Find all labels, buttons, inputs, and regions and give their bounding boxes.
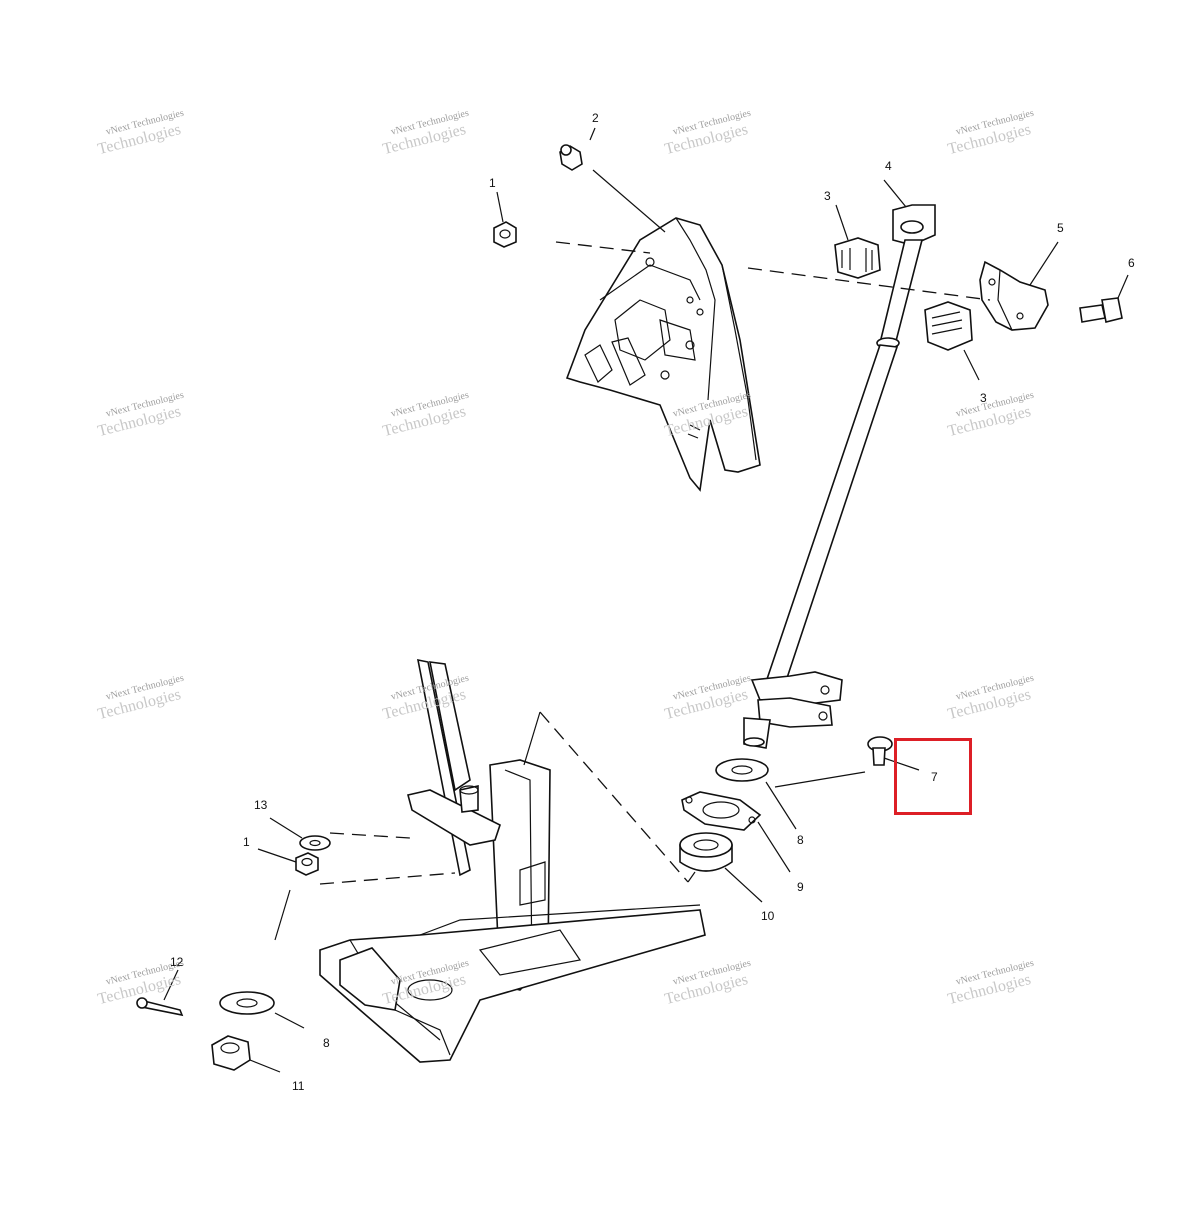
highlight-box bbox=[894, 738, 972, 815]
nut-upper bbox=[493, 221, 517, 248]
castle-nut bbox=[211, 1035, 251, 1071]
bearing bbox=[679, 832, 733, 872]
steering-post bbox=[743, 204, 936, 749]
washer-left bbox=[219, 991, 275, 1015]
flange-plate bbox=[681, 791, 762, 831]
callout-7: 7 bbox=[931, 770, 938, 784]
callout-3-upper: 3 bbox=[824, 189, 831, 203]
lower-frame bbox=[319, 658, 706, 1063]
assembly-lines bbox=[319, 241, 991, 885]
bushing-lower bbox=[924, 301, 973, 351]
callout-1-upper: 1 bbox=[489, 176, 496, 190]
callout-13: 13 bbox=[254, 798, 268, 812]
bushing-upper bbox=[834, 237, 881, 279]
callout-11: 11 bbox=[292, 1079, 305, 1093]
callout-5: 5 bbox=[1057, 221, 1064, 235]
washer-13 bbox=[299, 835, 331, 851]
callout-8-right: 8 bbox=[797, 833, 804, 847]
callout-6: 6 bbox=[1128, 256, 1135, 270]
callout-8-left: 8 bbox=[323, 1036, 330, 1050]
callout-12: 12 bbox=[170, 955, 184, 969]
bushing-clamp bbox=[979, 260, 1049, 331]
callout-2: 2 bbox=[592, 111, 599, 125]
washer-right bbox=[715, 758, 769, 782]
bolt bbox=[1079, 297, 1123, 323]
callout-10: 10 bbox=[761, 909, 775, 923]
leader-lines bbox=[163, 127, 1129, 1073]
callout-1-lower: 1 bbox=[243, 835, 250, 849]
grease-fitting bbox=[559, 144, 583, 171]
callout-9: 9 bbox=[797, 880, 804, 894]
pivot-pin bbox=[867, 736, 893, 766]
callout-3-lower: 3 bbox=[980, 391, 987, 405]
callout-4: 4 bbox=[885, 159, 892, 173]
upper-mounting-bracket bbox=[565, 217, 761, 492]
cotter-pin bbox=[136, 997, 184, 1017]
nut-lower bbox=[295, 852, 319, 876]
